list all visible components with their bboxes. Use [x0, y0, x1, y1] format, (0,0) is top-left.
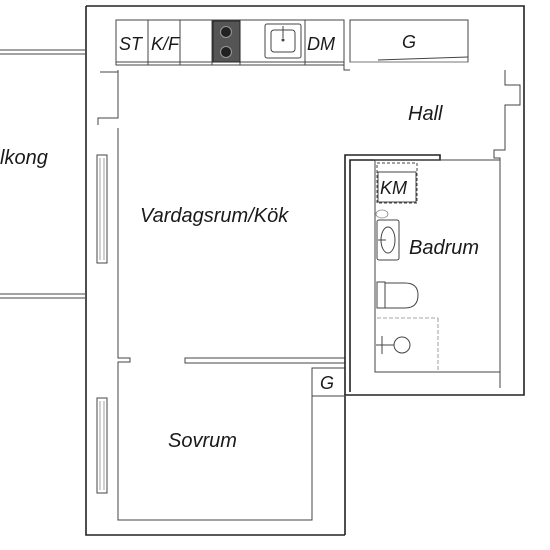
window-living: [96, 154, 108, 264]
bedroom-wardrobe: G: [311, 367, 346, 397]
fixture-st-label: ST: [119, 34, 144, 54]
room-label-vardagsrum: Vardagsrum/Kök: [140, 205, 289, 227]
bathroom-walls: [344, 154, 501, 395]
hall-wardrobe: G: [349, 19, 469, 63]
fixture-g-hall-label: G: [402, 32, 416, 52]
fixture-km-label: KM: [380, 178, 407, 198]
room-label-badrum: Badrum: [409, 237, 479, 259]
hall-wall-stub: [343, 20, 350, 71]
bathroom-sink: [375, 209, 400, 261]
kitchen-sink: [264, 23, 302, 59]
room-label-hall: Hall: [408, 103, 443, 125]
washing-machine: KM: [376, 162, 418, 204]
shower: [376, 317, 439, 372]
room-label-sovrum: Sovrum: [168, 430, 237, 452]
room-label-balkong: lkong: [0, 147, 48, 169]
fixture-g-bedroom-label: G: [320, 373, 334, 393]
kitchen-counter: [115, 19, 345, 66]
window-bedroom: [96, 397, 108, 494]
fixture-kf-label: K/F: [151, 34, 180, 54]
partition-living-bedroom: [118, 357, 346, 364]
outer-walls: [85, 5, 525, 536]
balcony-railing: [0, 49, 85, 299]
cooktop: [212, 20, 241, 63]
fixture-dm-label: DM: [307, 34, 335, 54]
toilet: [376, 281, 419, 309]
bedroom-wall: [117, 128, 313, 521]
